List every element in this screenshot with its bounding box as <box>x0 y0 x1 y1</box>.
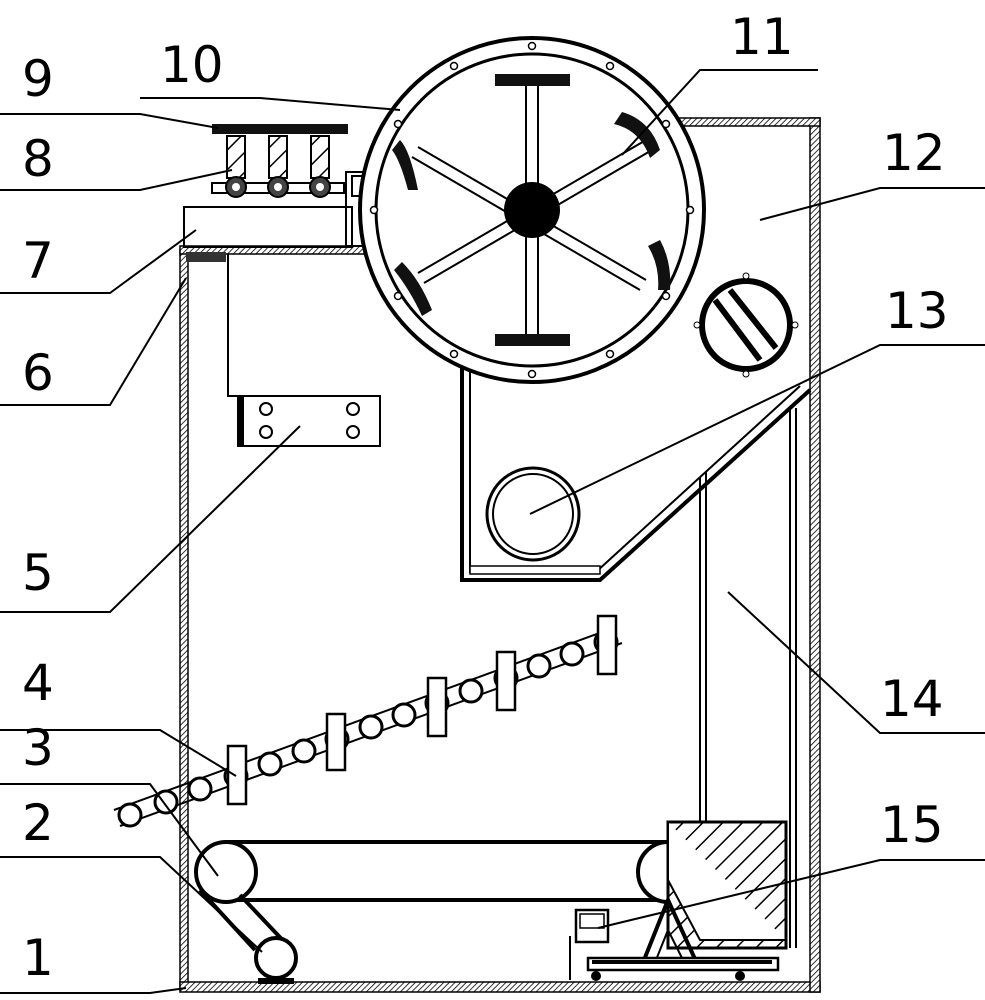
label-5: 5 <box>22 544 54 602</box>
spring-2 <box>267 135 289 198</box>
motor-unit <box>569 894 780 981</box>
label-12: 12 <box>882 124 946 182</box>
pipe-13-inner <box>492 473 574 555</box>
spring-3 <box>309 135 331 198</box>
label-14: 14 <box>880 670 944 728</box>
pipe-13-outer <box>485 466 581 562</box>
callout-labels: 1 2 3 4 5 6 7 8 9 10 11 12 13 14 15 <box>22 8 949 987</box>
drive-motor <box>198 888 298 984</box>
label-8: 8 <box>22 130 54 188</box>
label-1: 1 <box>22 929 54 987</box>
label-4: 4 <box>22 654 54 712</box>
side-channel <box>699 408 797 948</box>
roller-chain <box>113 614 623 828</box>
label-2: 2 <box>22 794 54 852</box>
label-7: 7 <box>22 232 54 290</box>
label-11: 11 <box>730 8 794 66</box>
label-10: 10 <box>160 36 224 94</box>
left-pulley <box>194 840 258 904</box>
baffle-block <box>666 820 788 950</box>
vent-window <box>693 272 799 378</box>
rotary-drum <box>358 36 706 384</box>
mounting-bracket <box>227 254 381 447</box>
drum-hub <box>504 182 560 238</box>
leader-lines <box>0 69 985 994</box>
label-6: 6 <box>22 344 54 402</box>
spring-assembly <box>211 124 348 198</box>
drum-paddles <box>392 74 671 346</box>
hopper-chamber <box>460 368 812 582</box>
conveyor-belt <box>194 840 700 904</box>
rim-bolts <box>369 41 695 379</box>
spring-1 <box>225 135 247 198</box>
label-15: 15 <box>880 796 944 854</box>
label-3: 3 <box>22 719 54 777</box>
label-13: 13 <box>885 282 949 340</box>
label-9: 9 <box>22 50 54 108</box>
housing <box>179 117 821 993</box>
